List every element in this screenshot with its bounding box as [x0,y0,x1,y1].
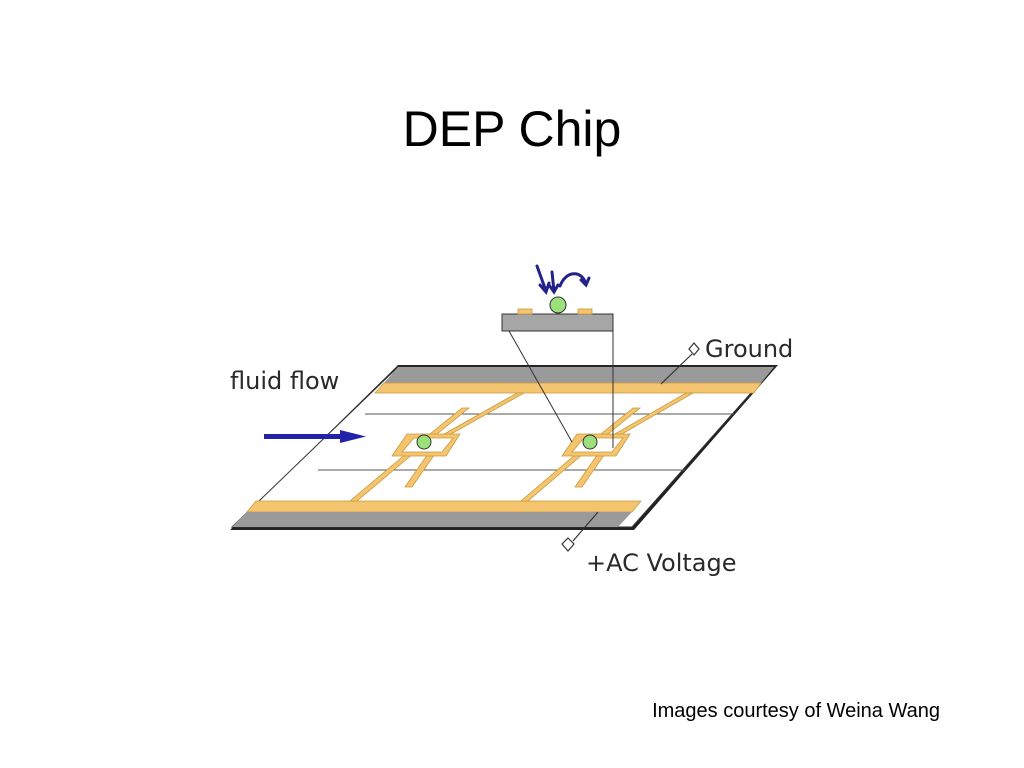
particle-zoom [549,296,567,314]
force-arrows-icon [535,264,591,295]
ac-voltage-label: +AC Voltage [586,549,737,577]
image-credit: Images courtesy of Weina Wang [652,700,940,722]
ground-label: Ground [705,335,793,363]
particle-left [416,434,432,450]
particle-right [582,434,598,450]
slide-title: DEP Chip [402,101,622,157]
ground-leader-line [660,353,693,385]
zoom-inset [501,296,614,332]
ac-leader-line [572,511,599,542]
right-electrode-pair [519,392,695,502]
fluid-flow-arrow-icon [264,430,366,443]
ac-terminal-icon [561,537,575,552]
zoom-line-left [508,330,573,443]
fluid-flow-label: fluid flow [230,367,339,395]
top-electrode-strip [374,382,762,394]
ac-bar [232,512,632,527]
ground-bar [384,367,774,383]
bottom-electrode-strip [246,500,642,513]
ground-terminal-icon [688,342,700,356]
